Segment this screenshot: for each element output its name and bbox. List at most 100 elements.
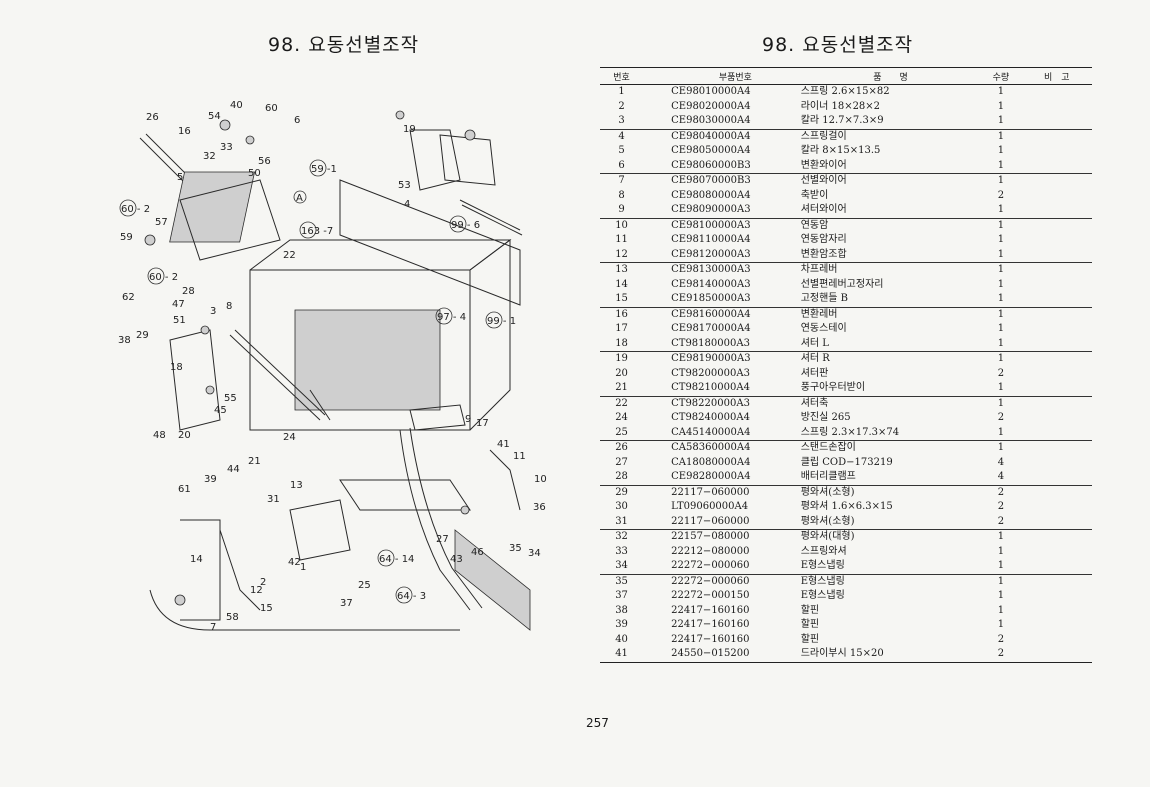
cell-remarks <box>1021 426 1092 441</box>
callout: 1 <box>300 562 306 573</box>
callout: 48 <box>153 430 166 441</box>
cell-part-no: 24550−015200 <box>643 647 801 663</box>
cell-remarks <box>1021 604 1092 619</box>
callout: 47 <box>172 299 185 310</box>
cell-qty: 1 <box>980 440 1022 456</box>
cell-name: 변환레버 <box>800 306 981 322</box>
callout: 29 <box>136 330 149 341</box>
cell-remarks <box>1021 484 1092 500</box>
cell-name: 셔터 R <box>800 351 981 367</box>
cell-no: 32 <box>600 529 644 545</box>
cell-qty: 2 <box>997 515 1005 527</box>
cell-name: 평와셔(대형) <box>800 529 981 545</box>
cell-no: 35 <box>600 573 644 589</box>
cell-part-no: CE98110000A4 <box>671 234 751 245</box>
cell-name: 연동암자리 <box>800 234 847 245</box>
cell-part-no: CA58360000A4 <box>643 440 801 456</box>
callout: 42 <box>288 557 301 568</box>
cell-part-no: CE98160000A4 <box>643 306 801 322</box>
cell-no: 21 <box>615 382 628 393</box>
reference-labels: 59 -1 60 - 2 163 -7 60 - 2 99 - 6 97 - 4… <box>119 159 516 604</box>
cell-remarks <box>1021 529 1092 545</box>
callout: 44 <box>227 464 240 475</box>
cell-remarks <box>1021 367 1092 382</box>
cell-qty: 1 <box>997 382 1005 393</box>
cell-qty: 1 <box>980 395 1022 411</box>
cell-qty: 2 <box>997 367 1005 379</box>
callout: 15 <box>260 603 273 614</box>
callout: 2 <box>260 577 266 588</box>
cell-remarks <box>1021 85 1092 100</box>
cell-remarks <box>1021 306 1092 322</box>
cell-name: 변환와이어 <box>800 159 847 171</box>
cell-qty: 2 <box>980 647 1022 663</box>
cell-name: E형스냅링 <box>800 590 845 601</box>
cell-part-no: CE98010000A4 <box>671 86 751 97</box>
callout: 9 <box>465 414 471 425</box>
cell-qty: 2 <box>997 189 1005 201</box>
cell-name: 차프레버 <box>800 262 981 278</box>
cell-name: 셔터와이어 <box>800 204 847 215</box>
cell-remarks <box>1021 189 1092 204</box>
cell-no: 29 <box>600 484 644 500</box>
cell-part-no: CE98080000A4 <box>671 189 751 201</box>
cell-name: 변환암조합 <box>800 248 847 260</box>
cell-no: 24 <box>615 412 628 423</box>
page-number: 257 <box>586 716 609 730</box>
cell-name: 평와셔 1.6×6.3×15 <box>800 501 893 512</box>
cell-qty: 2 <box>997 633 1005 645</box>
cell-remarks <box>1021 337 1092 352</box>
cell-name: 배터리클램프 <box>800 471 856 482</box>
callout: 53 <box>398 180 411 191</box>
header-part-no: 부품번호 <box>643 67 801 85</box>
cell-qty: 1 <box>997 590 1005 601</box>
cell-part-no: LT09060000A4 <box>671 501 749 512</box>
cell-part-no: CE98030000A4 <box>671 115 751 126</box>
cell-remarks <box>1021 128 1092 144</box>
cell-part-no: CE98060000B3 <box>671 159 751 171</box>
cell-remarks <box>1021 114 1092 129</box>
cell-name: 셔터 L <box>800 337 829 349</box>
ref-label: 60 - 2 <box>149 272 178 283</box>
cell-part-no: CE98130000A3 <box>643 262 801 278</box>
cell-name: 선별편레버고정자리 <box>800 278 884 290</box>
cell-remarks <box>1021 589 1092 604</box>
cell-qty: 1 <box>997 145 1005 156</box>
cell-part-no: CT98200000A3 <box>671 367 750 379</box>
ref-label: 97 - 4 <box>437 312 466 323</box>
cell-remarks <box>1021 292 1092 307</box>
cell-no: 15 <box>615 293 628 304</box>
cell-name: 평와셔(소형) <box>800 484 981 500</box>
cell-no: 18 <box>615 337 628 349</box>
page-title-right: 98. 요동선별조작 <box>762 34 914 56</box>
cell-no: 12 <box>615 248 628 260</box>
cell-qty: 1 <box>997 337 1005 349</box>
callout: 13 <box>290 480 303 491</box>
cell-remarks <box>1021 278 1092 293</box>
callout: A <box>296 193 303 204</box>
callout: 6 <box>294 115 300 126</box>
callout: 17 <box>476 418 489 429</box>
cell-remarks <box>1021 100 1092 115</box>
cell-no: 4 <box>600 128 644 144</box>
cell-name: 방진실 265 <box>800 412 851 423</box>
ref-label: 99 - 6 <box>451 220 480 231</box>
header-remarks: 비 고 <box>1021 67 1092 85</box>
cell-no: 2 <box>618 100 625 112</box>
